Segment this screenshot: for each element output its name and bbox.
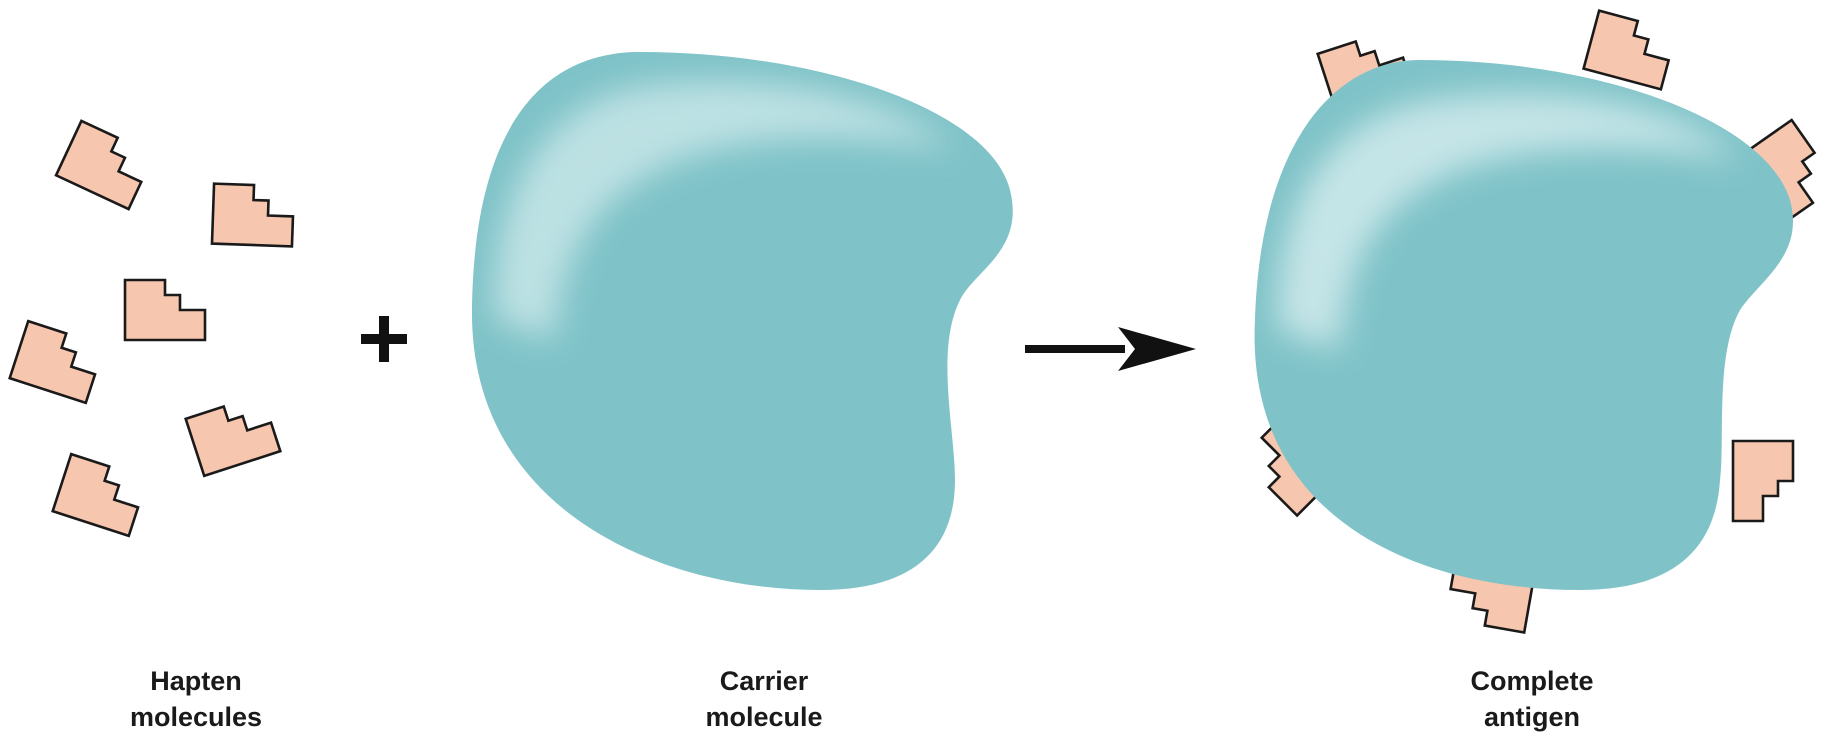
carrier-molecule: [472, 52, 1013, 590]
hapten-molecules-label: Hapten molecules: [46, 663, 346, 735]
carrier-molecule-label: Carrier molecule: [614, 663, 914, 735]
reaction-arrow: [1025, 327, 1196, 371]
label-line: antigen: [1382, 699, 1682, 735]
label-line: Hapten: [46, 663, 346, 699]
bound-hapten: [1733, 441, 1793, 521]
bound-hapten: [1584, 11, 1677, 90]
label-line: Carrier: [614, 663, 914, 699]
hapten-molecule: [10, 321, 105, 403]
label-line: Complete: [1382, 663, 1682, 699]
free-hapten-molecules: [10, 121, 294, 536]
label-line: molecule: [614, 699, 914, 735]
plus-sign: [361, 316, 407, 362]
hapten-molecule: [56, 121, 154, 209]
complete-antigen: [1241, 11, 1835, 633]
hapten-molecule: [125, 280, 205, 340]
hapten-molecule: [186, 394, 281, 476]
hapten-molecule: [53, 454, 148, 536]
hapten-molecule: [212, 184, 294, 247]
complete-antigen-label: Complete antigen: [1382, 663, 1682, 735]
label-line: molecules: [46, 699, 346, 735]
